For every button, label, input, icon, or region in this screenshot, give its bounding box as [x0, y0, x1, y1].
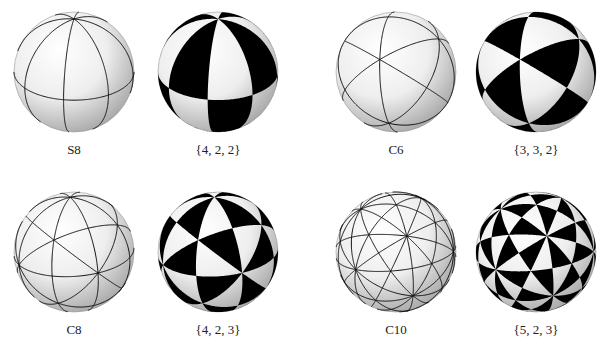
- great-circle: [60, 193, 98, 310]
- great-circle: [338, 42, 448, 125]
- checker-region: [476, 192, 596, 312]
- sphere: [336, 192, 456, 312]
- sphere: [476, 12, 596, 132]
- sphere: [476, 192, 596, 312]
- great-circle: [344, 220, 447, 283]
- sphere: [158, 192, 278, 312]
- sphere: [336, 12, 456, 132]
- figure-label: {4, 2, 3}: [196, 322, 241, 338]
- great-circle: [371, 197, 421, 306]
- checker-region: [476, 12, 596, 132]
- great-circle: [17, 225, 130, 273]
- great-circle: [361, 202, 429, 303]
- great-circle: [52, 192, 80, 311]
- great-circle: [393, 192, 454, 312]
- sphere-body: [14, 12, 134, 132]
- figure-label: {5, 2, 3}: [514, 322, 559, 338]
- great-circle: [14, 248, 134, 277]
- figure-label: C8: [66, 322, 81, 338]
- great-circle: [39, 203, 117, 304]
- sphere-body: [14, 192, 134, 312]
- great-circle: [380, 12, 398, 132]
- figure-label: C6: [388, 142, 403, 158]
- sphere-body: [158, 192, 278, 312]
- great-circle: [352, 209, 442, 292]
- sphere-body: [158, 12, 278, 132]
- great-circle: [55, 14, 108, 129]
- great-circle: [14, 72, 134, 100]
- figure-label: {3, 3, 2}: [514, 142, 559, 158]
- great-circle: [364, 21, 439, 126]
- checker-region: [158, 12, 278, 132]
- checker-region: [158, 192, 278, 312]
- figure-label: {4, 2, 2}: [196, 142, 241, 158]
- figure-label: S8: [67, 142, 81, 158]
- sphere: [14, 192, 134, 312]
- sphere-body: [476, 192, 596, 312]
- great-circle: [344, 41, 447, 102]
- great-circle: [377, 195, 436, 310]
- sphere: [158, 12, 278, 132]
- great-circle: [18, 19, 133, 93]
- great-circle: [338, 194, 438, 294]
- great-circle: [25, 17, 108, 122]
- great-circle: [64, 12, 79, 132]
- great-circle: [16, 221, 126, 307]
- sphere-body: [336, 192, 456, 312]
- great-circle: [355, 198, 426, 304]
- great-circle: [19, 196, 114, 297]
- sphere-body: [476, 12, 596, 132]
- sphere: [14, 12, 134, 132]
- great-circle: [26, 216, 122, 288]
- sphere-body: [336, 12, 456, 132]
- figure-label: C10: [385, 322, 407, 338]
- great-circle: [341, 229, 455, 301]
- great-circle: [336, 234, 456, 257]
